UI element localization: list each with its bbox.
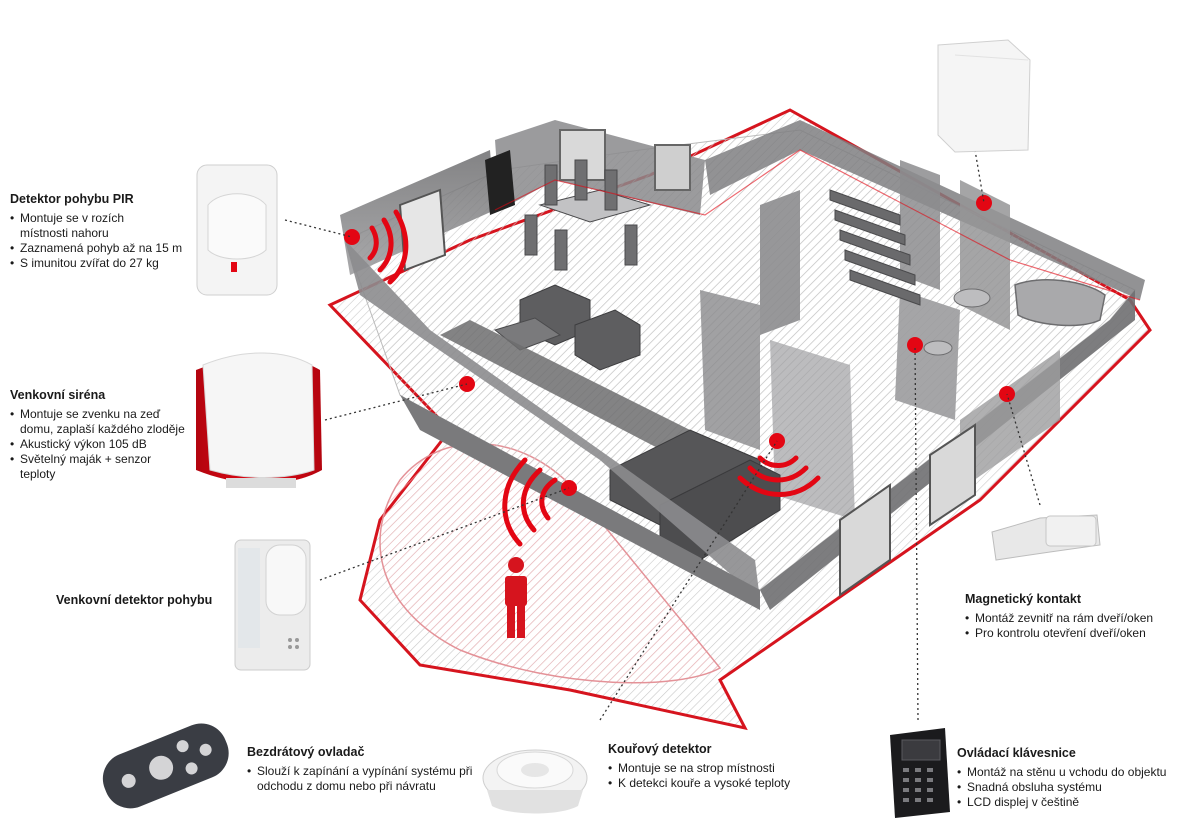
label-line: S imunitou zvířat do 27 kg <box>10 256 195 271</box>
living-room-wall <box>440 320 710 470</box>
label-line: K detekci kouře a vysoké teploty <box>608 776 808 791</box>
magnetic-contact-image <box>991 514 1101 561</box>
label-line: Zaznamená pohyb až na 15 m <box>10 241 195 256</box>
front-wall-left <box>345 240 760 600</box>
control-panel-box-image <box>937 39 1031 153</box>
label-line: teploty <box>20 467 56 481</box>
label-line: Akustický výkon 105 dB <box>10 437 195 452</box>
label-line: Pro kontrolu otevření dveří/oken <box>965 626 1165 641</box>
label-line: Montuje se zvenku na zeď <box>10 407 195 422</box>
front-wall-bottom <box>400 395 760 610</box>
intruder-figure <box>505 557 527 638</box>
label-outdoor-siren: Venkovní siréna Montuje se zvenku na zeď… <box>10 388 195 482</box>
label-outdoor-detector: Venkovní detektor pohybu <box>56 593 236 612</box>
wireless-remote-image <box>102 723 229 809</box>
staircase <box>829 189 921 306</box>
smoke-detector-image <box>482 749 588 814</box>
dining-set <box>524 159 652 271</box>
wiring-line <box>494 149 1141 301</box>
back-wall-right <box>705 120 1145 300</box>
label-magnetic-contact: Magnetický kontakt Montáž zevnitř na rám… <box>965 592 1165 641</box>
label-line: místnosti nahoru <box>20 226 109 240</box>
partition-wall-stairs <box>760 190 800 335</box>
label-line: Montáž na stěnu u vchodu do objektu <box>957 765 1187 780</box>
label-smoke-detector: Kouřový detektor Montuje se na strop mís… <box>608 742 808 791</box>
label-line: Montuje se na strop místnosti <box>608 761 808 776</box>
label-line: Světelný maják + senzor <box>10 452 195 467</box>
label-line: Montuje se v rozích <box>10 211 195 226</box>
label-line: odchodu z domu nebo při návratu <box>257 779 436 793</box>
outdoor-siren-image <box>196 352 322 488</box>
pir-detector-image <box>196 164 278 296</box>
label-line: LCD displej v češtině <box>957 795 1187 810</box>
label-keypad: Ovládací klávesnice Montáž na stěnu u vc… <box>957 746 1187 810</box>
bathtub <box>1014 279 1106 327</box>
label-title: Kouřový detektor <box>608 742 712 756</box>
label-line: Montáž zevnitř na rám dveří/oken <box>965 611 1165 626</box>
label-line: domu, zaplaší každého zloděje <box>20 422 185 436</box>
label-title: Venkovní siréna <box>10 388 106 402</box>
label-title: Bezdrátový ovladač <box>247 745 365 759</box>
label-wireless-remote: Bezdrátový ovladač Slouží k zapínání a v… <box>247 745 482 794</box>
leader-lines <box>284 149 1041 721</box>
label-title: Detektor pohybu PIR <box>10 192 134 206</box>
keypad-image <box>890 728 950 818</box>
label-pir-detector: Detektor pohybu PIR Montuje se v rozíchm… <box>10 192 195 271</box>
label-line: Slouží k zapínání a vypínání systému při <box>247 764 482 779</box>
outdoor-detector-image <box>234 539 311 671</box>
label-title: Magnetický kontakt <box>965 592 1082 606</box>
label-line: Snadná obsluha systému <box>957 780 1187 795</box>
label-title: Ovládací klávesnice <box>957 746 1076 760</box>
label-title: Venkovní detektor pohybu <box>56 593 213 607</box>
